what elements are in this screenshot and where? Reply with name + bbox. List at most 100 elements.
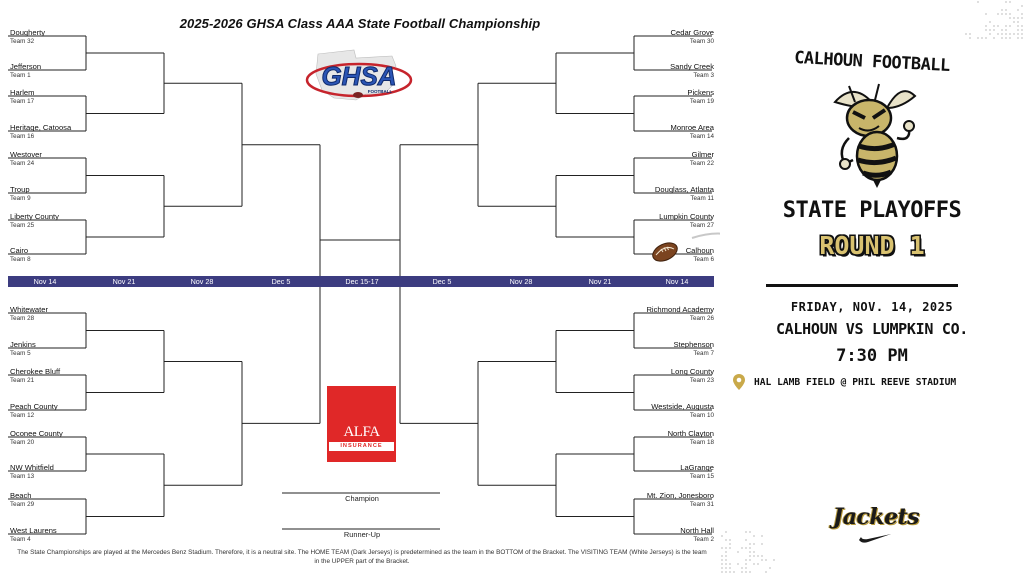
team-entry: Long CountyTeam 23 bbox=[638, 367, 714, 385]
team-name: Oconee County bbox=[10, 429, 86, 438]
team-entry: NW WhitfieldTeam 13 bbox=[10, 463, 86, 481]
team-name: Lumpkin County bbox=[638, 212, 714, 221]
team-name: Mt. Zion, Jonesboro bbox=[638, 491, 714, 500]
team-entry: HarlemTeam 17 bbox=[10, 88, 86, 106]
team-seed: Team 31 bbox=[638, 500, 714, 509]
team-name: Sandy Creek bbox=[638, 62, 714, 71]
team-seed: Team 7 bbox=[638, 349, 714, 358]
round-date: Nov 14 bbox=[647, 277, 707, 287]
team-name: Pickens bbox=[638, 88, 714, 97]
team-entry: StephensonTeam 7 bbox=[638, 340, 714, 358]
team-entry: GilmerTeam 22 bbox=[638, 150, 714, 168]
team-entry: JeffersonTeam 1 bbox=[10, 62, 86, 80]
champion-label: Champion bbox=[282, 494, 442, 503]
team-entry: North HallTeam 2 bbox=[638, 526, 714, 544]
alfa-subtext: INSURANCE bbox=[329, 442, 394, 451]
svg-text:FOOTBALL: FOOTBALL bbox=[368, 89, 393, 94]
jackets-wordmark: Jackets bbox=[830, 504, 922, 530]
team-name: Cedar Grove bbox=[638, 28, 714, 37]
team-entry: Monroe AreaTeam 14 bbox=[638, 123, 714, 141]
team-entry: Sandy CreekTeam 3 bbox=[638, 62, 714, 80]
team-name: Peach County bbox=[10, 402, 86, 411]
team-seed: Team 14 bbox=[638, 132, 714, 141]
team-seed: Team 21 bbox=[10, 376, 86, 385]
runnerup-label: Runner-Up bbox=[282, 530, 442, 539]
team-seed: Team 17 bbox=[10, 97, 86, 106]
team-seed: Team 9 bbox=[10, 194, 86, 203]
team-entry: LaGrangeTeam 15 bbox=[638, 463, 714, 481]
team-name: Whitewater bbox=[10, 305, 86, 314]
bracket-panel: 2025-2026 GHSA Class AAA State Football … bbox=[0, 0, 720, 576]
team-seed: Team 32 bbox=[10, 37, 86, 46]
team-entry: North ClaytonTeam 18 bbox=[638, 429, 714, 447]
team-seed: Team 25 bbox=[10, 221, 86, 230]
team-name: Westside, Augusta bbox=[638, 402, 714, 411]
round-date: Nov 14 bbox=[15, 277, 75, 287]
team-name: Liberty County bbox=[10, 212, 86, 221]
team-entry: West LaurensTeam 4 bbox=[10, 526, 86, 544]
team-name: Troup bbox=[10, 185, 86, 194]
team-name: Dougherty bbox=[10, 28, 86, 37]
team-seed: Team 5 bbox=[10, 349, 86, 358]
team-seed: Team 22 bbox=[638, 159, 714, 168]
round-date: Nov 28 bbox=[491, 277, 551, 287]
round-date: Nov 28 bbox=[172, 277, 232, 287]
jackets-logo: Jackets bbox=[830, 504, 922, 548]
team-name: Richmond Academy bbox=[638, 305, 714, 314]
team-seed: Team 10 bbox=[638, 411, 714, 420]
team-entry: BeachTeam 29 bbox=[10, 491, 86, 509]
team-name: Cairo bbox=[10, 246, 86, 255]
team-entry: Westside, AugustaTeam 10 bbox=[638, 402, 714, 420]
team-seed: Team 3 bbox=[638, 71, 714, 80]
swoosh-icon bbox=[858, 532, 892, 544]
footer-note: The State Championships are played at th… bbox=[14, 548, 710, 566]
divider bbox=[766, 284, 958, 287]
team-name: LaGrange bbox=[638, 463, 714, 472]
team-seed: Team 28 bbox=[10, 314, 86, 323]
team-name: Westover bbox=[10, 150, 86, 159]
map-pin-icon bbox=[732, 373, 746, 391]
team-seed: Team 12 bbox=[10, 411, 86, 420]
team-name: West Laurens bbox=[10, 526, 86, 535]
round-date: Dec 5 bbox=[412, 277, 472, 287]
team-seed: Team 16 bbox=[10, 132, 86, 141]
team-name: North Clayton bbox=[638, 429, 714, 438]
team-seed: Team 15 bbox=[638, 472, 714, 481]
dot-pattern-bottom bbox=[720, 530, 780, 576]
dot-pattern-top bbox=[960, 0, 1024, 40]
team-name: Long County bbox=[638, 367, 714, 376]
state-playoffs-heading: STATE PLAYOFFS bbox=[720, 198, 1024, 223]
team-entry: Liberty CountyTeam 25 bbox=[10, 212, 86, 230]
team-name: Beach bbox=[10, 491, 86, 500]
yellow-jacket-mascot-icon bbox=[825, 76, 925, 188]
game-date: FRIDAY, NOV. 14, 2025 bbox=[720, 300, 1024, 314]
team-entry: TroupTeam 9 bbox=[10, 185, 86, 203]
team-entry: Cherokee BluffTeam 21 bbox=[10, 367, 86, 385]
team-seed: Team 20 bbox=[10, 438, 86, 447]
team-entry: CairoTeam 8 bbox=[10, 246, 86, 264]
team-seed: Team 1 bbox=[10, 71, 86, 80]
alfa-wordmark: ALFA bbox=[327, 424, 396, 441]
team-name: Harlem bbox=[10, 88, 86, 97]
team-entry: WestoverTeam 24 bbox=[10, 150, 86, 168]
team-name: Heritage, Catoosa bbox=[10, 123, 86, 132]
round-date: Nov 21 bbox=[570, 277, 630, 287]
team-entry: WhitewaterTeam 28 bbox=[10, 305, 86, 323]
team-seed: Team 30 bbox=[638, 37, 714, 46]
team-seed: Team 29 bbox=[10, 500, 86, 509]
team-name: NW Whitfield bbox=[10, 463, 86, 472]
team-name: Douglass, Atlanta bbox=[638, 185, 714, 194]
football-icon bbox=[650, 240, 680, 264]
team-entry: Heritage, CatoosaTeam 16 bbox=[10, 123, 86, 141]
svg-text:GHSA: GHSA bbox=[321, 61, 396, 91]
team-name: Monroe Area bbox=[638, 123, 714, 132]
promo-panel: CALHOUN FOOTBALL STATE PLAYOFFS ROUND 1 … bbox=[720, 0, 1024, 576]
team-seed: Team 11 bbox=[638, 194, 714, 203]
team-name: Gilmer bbox=[638, 150, 714, 159]
team-seed: Team 4 bbox=[10, 535, 86, 544]
round-label: ROUND 1 bbox=[720, 231, 1024, 260]
round-date: Dec 15-17 bbox=[332, 277, 392, 287]
promo-title: CALHOUN FOOTBALL bbox=[720, 44, 1024, 80]
venue-row: HAL LAMB FIELD @ PHIL REEVE STADIUM bbox=[732, 373, 1024, 391]
team-seed: Team 8 bbox=[10, 255, 86, 264]
